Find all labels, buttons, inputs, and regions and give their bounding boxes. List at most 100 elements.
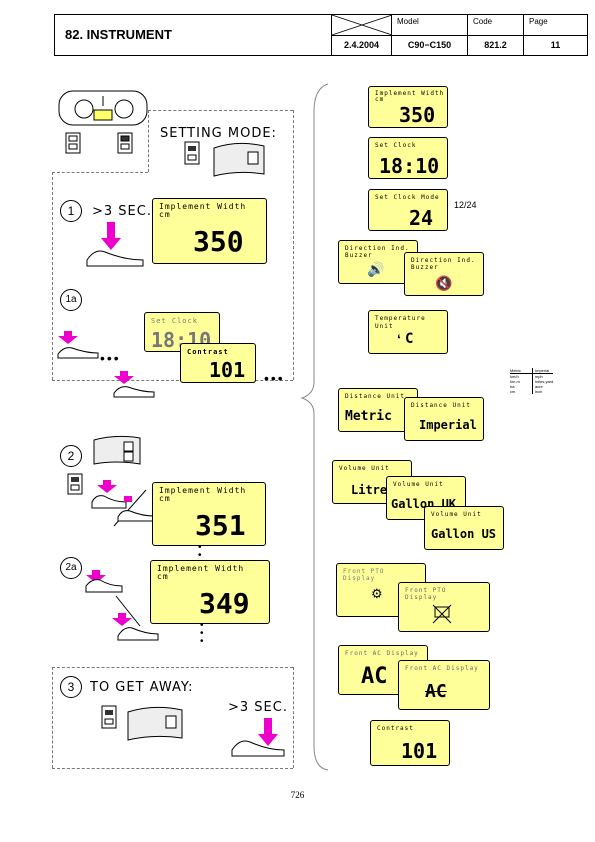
page-value: 11: [550, 40, 561, 50]
display-value: 101: [401, 739, 438, 763]
display-contrast: Contrast 101: [370, 720, 450, 766]
display-value: Litre: [351, 483, 388, 497]
display-value: AC: [425, 681, 447, 702]
model-value: C90−C150: [407, 40, 452, 50]
display-value: 350: [399, 103, 436, 127]
switch-icon: [184, 141, 200, 165]
display-front-pto-off: Front PTO Display: [398, 582, 490, 632]
display-front-ac-off: Front AC Display AC: [398, 660, 490, 710]
display-label: Contrast: [187, 348, 229, 356]
display-label: Distance Unit: [411, 402, 471, 409]
press-arrow-icon: [101, 222, 121, 250]
step-1a-marker: 1a: [60, 289, 82, 311]
step-1-text: >3 SEC.: [92, 204, 152, 219]
pedal-icon: [117, 510, 155, 522]
press-arrow-icon: [258, 718, 278, 746]
display-label: Set Clock: [151, 317, 198, 325]
display-value: 351: [195, 509, 246, 542]
display-value: Imperial: [419, 418, 477, 432]
speaker-icon: 🔊: [367, 261, 385, 277]
blank-cell: 2.4.2004: [331, 14, 393, 55]
code-value: 821.2: [484, 40, 507, 50]
display-label: Front AC Display: [405, 665, 479, 672]
display-contrast: Contrast 101: [180, 343, 256, 383]
cross-mark: [331, 14, 393, 36]
display-value: Metric: [345, 409, 392, 424]
display-unit-icon: [93, 435, 141, 465]
display-label: Distance Unit: [345, 393, 405, 400]
step-1-marker: 1: [60, 200, 82, 222]
units-cell: km,m: [510, 379, 533, 384]
display-value: 18:10: [379, 154, 440, 178]
display-set-clock-mode: Set Clock Mode 24: [368, 189, 448, 231]
page-number: 726: [290, 790, 305, 800]
display-label: Volume Unit: [339, 465, 390, 472]
speaker-muted-icon: 🔇: [435, 275, 453, 291]
switch-icon: [67, 473, 83, 495]
display-direction-buzzer-off: Direction Ind. Buzzer 🔇: [404, 252, 484, 296]
page-label: Page: [529, 17, 548, 26]
display-implement-width: Implement Width cm 350: [368, 86, 448, 128]
display-label: Implement Width cm: [157, 564, 245, 581]
display-distance-imperial: Distance Unit Imperial: [404, 397, 484, 441]
step-2a-marker: 2a: [60, 557, 82, 579]
display-implement-width-351: Implement Width cm 351: [152, 482, 266, 546]
ellipsis-dots-vertical: •••: [200, 620, 204, 647]
display-set-clock: Set Clock 18:10: [368, 137, 448, 179]
units-cell: mph: [535, 374, 543, 379]
page-cell: Page 11: [523, 15, 587, 55]
display-label: Front AC Display: [345, 650, 419, 657]
step-3-sec: >3 SEC.: [228, 700, 288, 715]
display-value: AC: [361, 664, 388, 689]
display-value: C: [405, 331, 414, 347]
setting-mode-label: SETTING MODE:: [160, 126, 277, 141]
code-label: Code: [473, 17, 493, 26]
clock-mode-options: 12/24: [454, 200, 477, 210]
display-value: Gallon US: [431, 527, 497, 541]
step-3-text: TO GET AWAY:: [90, 680, 194, 695]
units-cell: km/h: [510, 374, 533, 379]
display-volume-gallon-us: Volume Unit Gallon US: [424, 506, 504, 550]
display-label: Temperature Unit: [375, 315, 426, 330]
units-cell: miles,yard: [535, 379, 554, 384]
display-value: 24: [409, 206, 434, 230]
display-label: Implement Width cm: [159, 486, 247, 503]
ellipsis-dots: •••: [264, 370, 285, 386]
step-2-marker: 2: [60, 445, 82, 467]
units-col-metric: Metric: [510, 368, 533, 373]
display-label: Contrast: [377, 725, 414, 732]
display-label: Front PTO Display: [405, 587, 447, 601]
dashboard-icon: [58, 90, 148, 126]
units-cell: cm: [510, 389, 533, 394]
display-implement-width: Implement Width cm 350: [152, 198, 267, 264]
press-arrow-icon: [58, 331, 78, 344]
display-label: Implement Width cm: [375, 90, 445, 103]
pedal-icon: [57, 347, 99, 359]
step-3-marker: 3: [60, 676, 82, 698]
ellipsis-dots: •••: [100, 350, 121, 366]
pedal-pair-icon: [91, 480, 147, 527]
units-col-imperial: Imperial: [535, 368, 550, 373]
press-arrow-icon: [114, 371, 134, 384]
press-arrow-icon: [112, 613, 132, 626]
display-label: Direction Ind. Buzzer: [345, 245, 410, 259]
model-cell: Model C90−C150: [391, 15, 467, 55]
switch-icon: [101, 705, 117, 729]
header-table: 82. INSTRUMENT 2.4.2004 Model C90−C150 C…: [54, 14, 588, 56]
brace: [300, 83, 329, 771]
pto-icon: ⚙: [371, 586, 383, 601]
display-label: Volume Unit: [393, 481, 444, 488]
model-label: Model: [397, 17, 419, 26]
units-cell: ha: [510, 384, 533, 389]
section-title: 82. INSTRUMENT: [65, 27, 172, 42]
display-label: Set Clock Mode: [375, 194, 440, 201]
pedal-icon: [117, 627, 159, 641]
display-unit-icon: [213, 142, 265, 177]
pto-crossed-icon: [432, 604, 452, 624]
switch-icon: [65, 132, 81, 154]
units-cell: inch: [535, 389, 543, 394]
pedal-pair-icon: [85, 570, 141, 627]
pedal-icon: [86, 250, 144, 267]
units-cell: acre: [535, 384, 543, 389]
